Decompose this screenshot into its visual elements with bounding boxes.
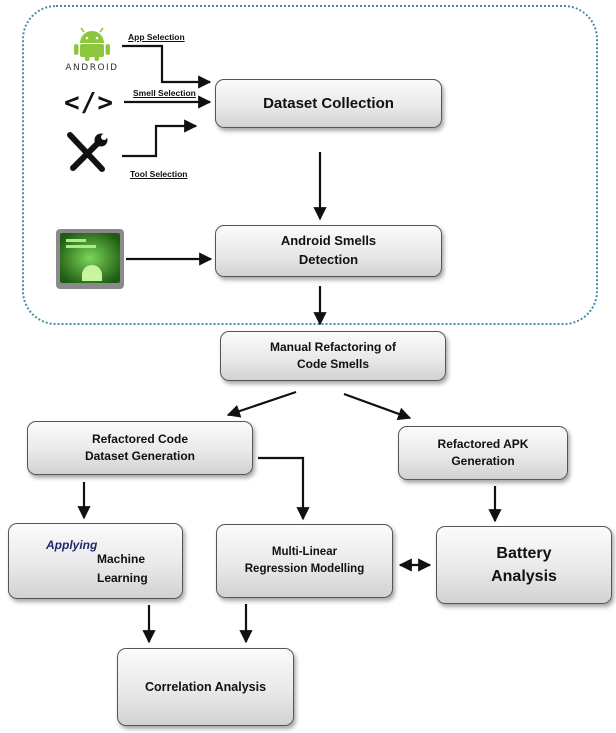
android-smells-detection-label: Android Smells Detection xyxy=(280,233,377,267)
mlr-modelling-label: Multi-Linear Regression Modelling xyxy=(244,546,365,575)
correlation-analysis-label: Correlation Analysis xyxy=(144,679,267,694)
arrow-code-to-mlr xyxy=(258,456,310,521)
android-smells-detection-box: Android Smells Detection xyxy=(215,225,442,277)
dataset-collection-label: Dataset Collection xyxy=(263,94,394,112)
data-preparation-region xyxy=(22,5,598,325)
refactored-code-label: Refactored Code Dataset Generation xyxy=(84,431,196,463)
detection-tool-icon xyxy=(56,229,124,289)
android-wordmark: ANDROID xyxy=(65,63,119,73)
arrow-app-selection xyxy=(122,44,212,89)
machine-learning-label: Machine Learning xyxy=(97,552,148,586)
arrow-tool-selection xyxy=(122,119,198,158)
arrow-manual-to-apk xyxy=(343,392,412,421)
refactored-code-box: Refactored Code Dataset Generation xyxy=(27,421,253,475)
battery-analysis-label: Battery Analysis xyxy=(491,544,557,585)
smell-selection-label: Smell Selection xyxy=(133,88,196,98)
machine-learning-box: Applying Machine Learning xyxy=(8,523,183,599)
mlr-modelling-box: Multi-Linear Regression Modelling xyxy=(216,524,393,598)
refactored-apk-box: Refactored APK Generation xyxy=(398,426,568,480)
android-robot-icon xyxy=(74,27,110,61)
tools-icon xyxy=(67,132,108,172)
battery-analysis-box: Battery Analysis xyxy=(436,526,612,604)
manual-refactoring-label: Manual Refactoring of Code Smells xyxy=(269,339,396,371)
correlation-analysis-box: Correlation Analysis xyxy=(117,648,294,726)
app-selection-label: App Selection xyxy=(128,32,185,42)
manual-refactoring-box: Manual Refactoring of Code Smells xyxy=(220,331,446,381)
applying-label: Applying xyxy=(46,538,98,552)
dataset-collection-box: Dataset Collection xyxy=(215,79,442,128)
arrow-manual-to-code xyxy=(226,390,297,418)
refactored-apk-label: Refactored APK Generation xyxy=(437,436,529,468)
code-icon: </> xyxy=(64,88,114,118)
tool-selection-label: Tool Selection xyxy=(130,169,188,179)
